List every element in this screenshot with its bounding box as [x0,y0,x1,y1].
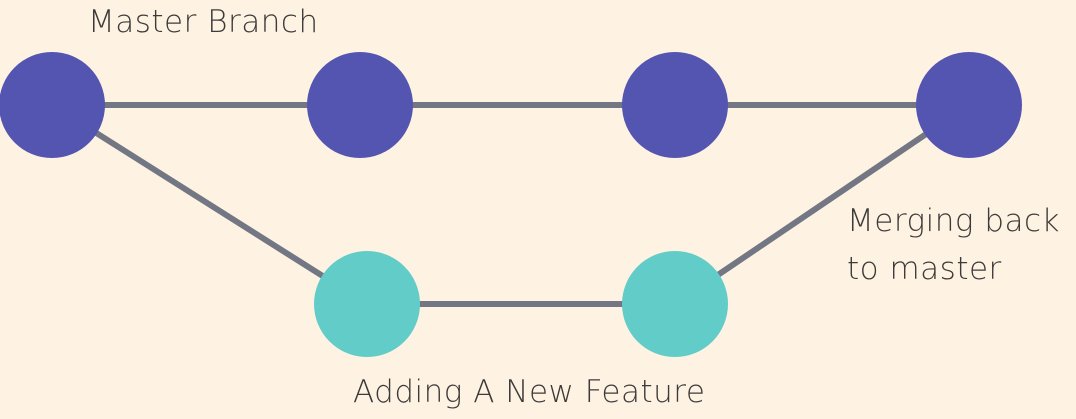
merge-label-line-2: to master [847,251,1002,287]
commit-nodes [0,52,1022,357]
master-commit-node-m2 [307,52,413,158]
merge-label-line-1: Merging back [847,203,1061,239]
branch-edges [49,102,972,307]
merge-label: Merging back to master [847,197,1060,293]
feature-branch-label: Adding A New Feature [353,374,706,410]
master-commit-node-m4 [916,52,1022,158]
edge-m1-f1 [49,102,370,307]
edge-f2-m4 [672,102,972,307]
master-commit-node-m3 [622,52,728,158]
master-commit-node-m1 [0,52,105,158]
feature-commit-node-f1 [314,251,420,357]
feature-commit-node-f2 [622,251,728,357]
master-branch-label: Master Branch [88,4,319,40]
